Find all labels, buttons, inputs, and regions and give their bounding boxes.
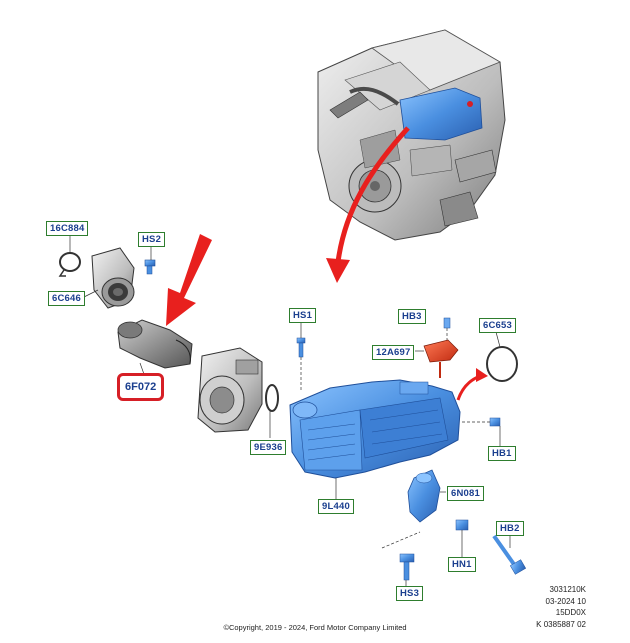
egr-cooler-9l440 (289, 379, 461, 500)
callout-9l440: 9L440 (318, 499, 354, 514)
bolt-hb2 (492, 534, 527, 575)
callout-hs2: HS2 (138, 232, 166, 247)
callout-6n081: 6N081 (447, 486, 484, 501)
throttle-body-assembly (197, 347, 263, 433)
reference-number: K 0385887 02 (536, 619, 586, 629)
copyright-notice: ©Copyright, 2019 - 2024, Ford Motor Comp… (223, 623, 407, 632)
reference-date: 03-2024 10 (545, 596, 586, 606)
callout-hb1: HB1 (488, 446, 516, 461)
bolt-hb1 (462, 417, 501, 446)
callout-9e936: 9E936 (250, 440, 287, 455)
callout-6f072: 6F072 (117, 373, 165, 401)
bolt-hs1 (296, 322, 306, 392)
sensor-12a697 (415, 339, 459, 378)
callout-hs1: HS1 (289, 308, 317, 323)
egr-valve-6n081 (407, 469, 446, 523)
callout-arrow-engine (335, 126, 410, 263)
callout-6c646: 6C646 (48, 291, 85, 306)
bolt-hs3 (381, 531, 421, 588)
nut-hn1 (455, 519, 469, 558)
pointer-arrow-6f072 (166, 234, 212, 326)
callout-12a697: 12A697 (372, 345, 415, 360)
callout-hb2: HB2 (496, 521, 524, 536)
egr-cooler-location-highlight (399, 87, 483, 141)
gasket-9e936 (265, 384, 279, 438)
callout-hn1: HN1 (448, 557, 476, 572)
reference-series: 15DD0X (555, 608, 586, 617)
callout-16c884: 16C884 (46, 221, 89, 236)
clamp-16c884 (58, 252, 81, 277)
bolt-hs2 (144, 246, 156, 275)
reference-code: 3031210K (549, 585, 586, 594)
hose-6c646 (91, 247, 135, 309)
engine-assembly-illustration (317, 29, 506, 241)
callout-6c653: 6C653 (479, 318, 516, 333)
hose-6f072 (117, 319, 193, 369)
callout-hb3: HB3 (398, 309, 426, 324)
bolt-hb3 (443, 317, 451, 345)
illustration-reference-block: 3031210K 03-2024 10 15DD0X K 0385887 02 (536, 584, 586, 630)
gasket-6c653 (486, 331, 518, 382)
callout-hs3: HS3 (396, 586, 424, 601)
